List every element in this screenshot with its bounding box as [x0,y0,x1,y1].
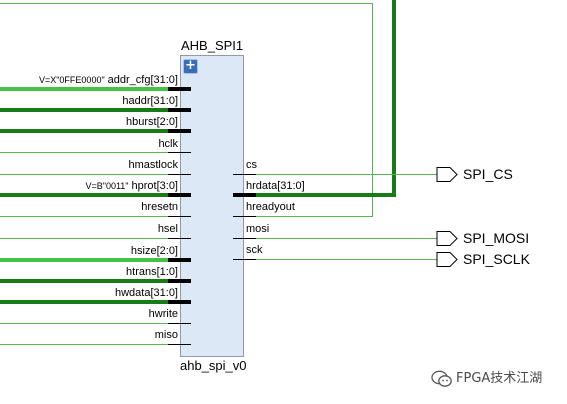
pin-label-hmastlock: hmastlock [0,159,178,172]
pin-name: hsel [157,223,178,235]
net-hreadyout[interactable] [0,3,373,217]
pin-label-miso: miso [0,329,178,342]
pin-label-hresetn: hresetn [0,201,178,214]
pin-name: hburst[2:0] [126,116,178,128]
pin-label-sck: sck [246,244,263,256]
pin-label-addr-cfg: V=X"0FFE0000"addr_cfg[31:0] [0,74,178,87]
pin-label-hclk: hclk [0,138,178,151]
port-spi-mosi-shape[interactable] [436,231,458,246]
pin-name: htrans[1:0] [126,266,178,278]
wechat-icon [431,370,452,387]
pin-label-cs: cs [246,159,257,171]
pin-name: hsize[2:0] [130,245,178,257]
pin-name: addr_cfg[31:0] [107,74,178,86]
pin-name: hresetn [141,201,178,213]
pin-label-hsel: hsel [0,223,178,236]
port-label-spi-cs[interactable]: SPI_CS [463,166,513,182]
port-spi-cs-shape[interactable] [436,167,458,182]
pin-label-haddr: haddr[31:0] [0,95,178,108]
watermark-text: FPGA技术江湖 [456,371,543,386]
port-spi-sclk-shape[interactable] [436,252,458,267]
port-label-spi-mosi[interactable]: SPI_MOSI [463,230,530,246]
pin-name: hmastlock [128,159,178,171]
pin-default-value: V=B"0011" [85,181,129,191]
pin-label-hrdata: hrdata[31:0] [246,180,305,192]
pin-label-hburst: hburst[2:0] [0,116,178,129]
pin-name: hclk [158,138,178,150]
expand-icon[interactable]: + [183,59,198,74]
pin-label-hreadyout: hreadyout [246,201,295,213]
pin-name: hwdata[31:0] [115,287,178,299]
pin-label-hprot: V=B"0011"hprot[3:0] [0,180,179,193]
pin-label-hwdata: hwdata[31:0] [0,287,178,300]
pin-label-mosi: mosi [246,223,270,235]
pin-default-value: V=X"0FFE0000" [38,75,105,85]
ip-block[interactable] [180,55,244,357]
pin-name: hwrite [148,308,178,320]
pin-name: haddr[31:0] [122,95,178,107]
pin-label-htrans: htrans[1:0] [0,266,178,279]
block-title: AHB_SPI1 [181,38,244,53]
pin-label-hwrite: hwrite [0,308,178,321]
port-label-spi-sclk[interactable]: SPI_SCLK [463,251,530,267]
net-hrdata[interactable] [256,0,396,197]
pin-name: miso [154,329,178,341]
pin-label-hsize: hsize[2:0] [0,245,178,258]
pin-name: hprot[3:0] [131,180,178,192]
block-instance-name: ahb_spi_v0 [180,358,247,373]
